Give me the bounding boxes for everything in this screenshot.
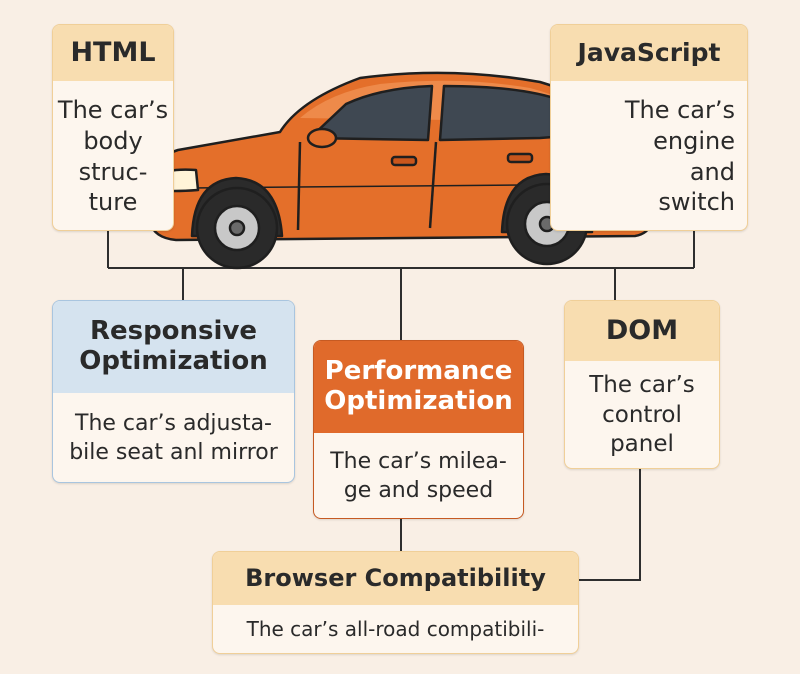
car-front-wheel — [195, 186, 279, 270]
javascript-title: JavaScript — [551, 25, 747, 81]
car-door-line — [428, 141, 438, 229]
javascript-description: The car’s engine and switch — [624, 96, 735, 217]
html-node: HTML The car’s body struc- ture — [52, 24, 174, 231]
performance-title: Performance Optimization — [314, 341, 523, 433]
connector-dom-to-browser — [579, 469, 641, 581]
browser-compatibility-title: Browser Compatibility — [213, 552, 578, 605]
car-door-handle — [506, 152, 534, 164]
dom-description: The car’s control panel — [589, 372, 695, 458]
car-door-line-front — [296, 141, 302, 231]
html-title: HTML — [53, 25, 173, 81]
responsive-node: Responsive Optimization The car’s adjust… — [52, 300, 295, 483]
car-side-mirror — [306, 127, 338, 149]
html-description: The car’s body struc- ture — [57, 96, 169, 217]
car-front-window — [308, 84, 434, 142]
performance-node: Performance Optimization The car’s milea… — [313, 340, 524, 519]
browser-compatibility-description: The car’s all-road compatibili- — [246, 617, 545, 642]
car-door-handle — [390, 155, 418, 167]
dom-node: DOM The car’s control panel — [564, 300, 720, 469]
browser-compatibility-node: Browser Compatibility The car’s all-road… — [212, 551, 579, 654]
performance-description: The car’s milea- ge and speed — [330, 449, 507, 503]
responsive-title: Responsive Optimization — [53, 301, 294, 393]
javascript-node: JavaScript The car’s engine and switch — [550, 24, 748, 231]
dom-title: DOM — [565, 301, 719, 361]
responsive-description: The car’s adjusta- bile seat anl mirror — [69, 411, 278, 465]
